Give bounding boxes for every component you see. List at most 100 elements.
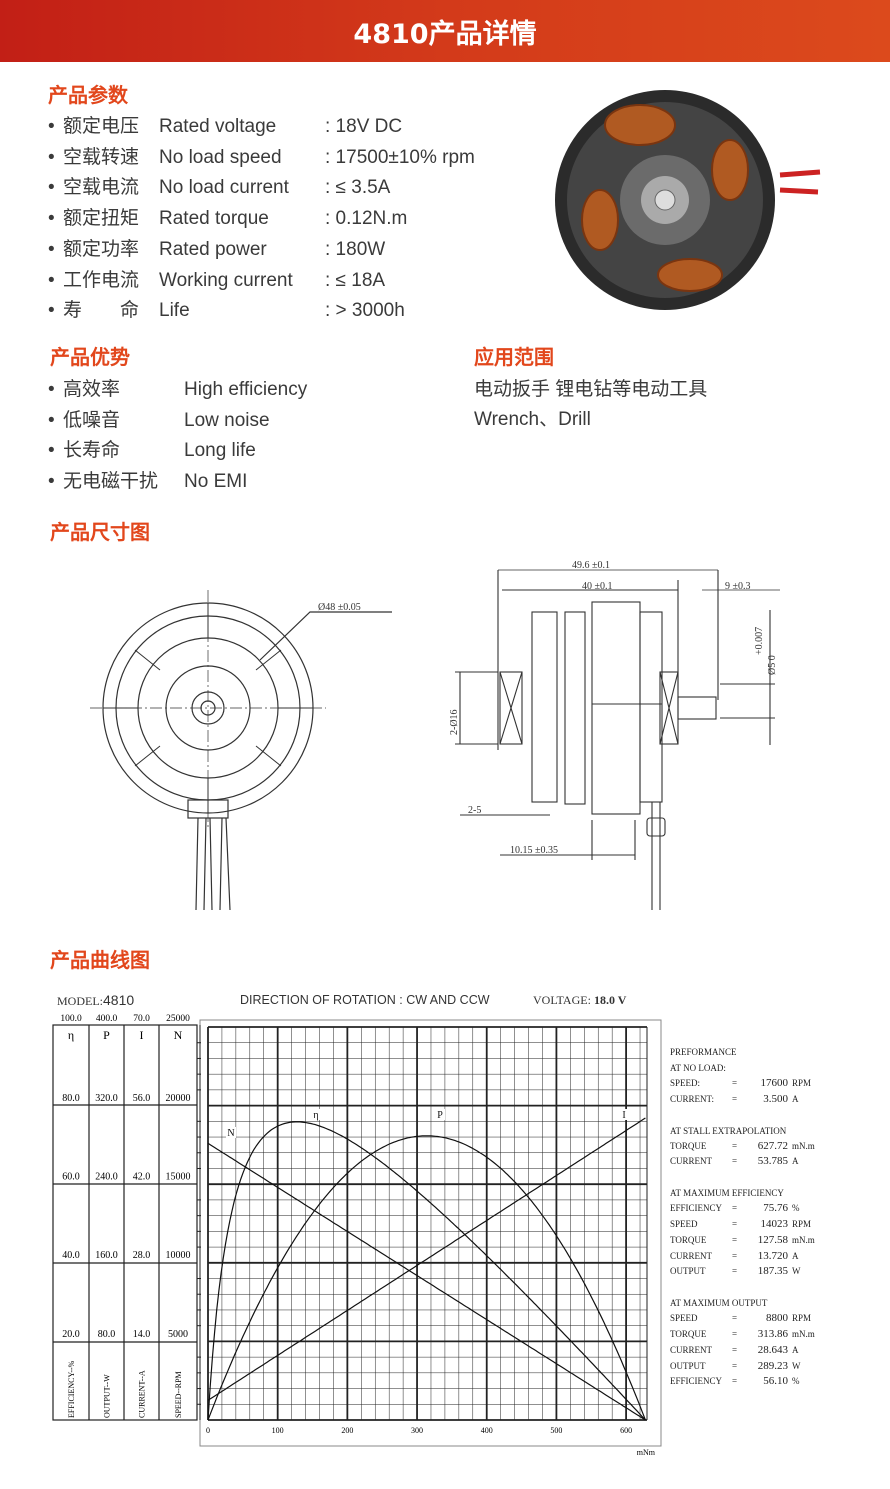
param-cn: 工作电流 <box>63 269 140 291</box>
perf-label: OUTPUT <box>670 1266 706 1277</box>
bullet: • <box>48 269 55 291</box>
x-tick-label: 0 <box>206 1426 210 1435</box>
performance-group-title: AT NO LOAD: <box>670 1061 870 1075</box>
axis-label: OUTPUT--W <box>103 1374 112 1418</box>
x-axis-label: mNm <box>637 1448 656 1457</box>
perf-label: CURRENT <box>670 1250 713 1261</box>
performance-group-title: AT MAXIMUM OUTPUT <box>670 1296 870 1310</box>
performance-group-title-text: AT MAXIMUM EFFICIENCY <box>670 1188 784 1199</box>
param-value: : ≤ 3.5A <box>325 177 391 199</box>
plot-frame <box>199 1019 662 1447</box>
axis-tick-label: 240.0 <box>95 1172 118 1183</box>
performance-group-title-text: AT MAXIMUM OUTPUT <box>670 1298 768 1309</box>
performance-row: EFFICIENCY=56.10% <box>670 1374 870 1388</box>
perf-unit: W <box>792 1360 801 1371</box>
x-tick-label: 300 <box>411 1426 423 1435</box>
bullet: • <box>48 208 55 230</box>
curve-label: N <box>227 1128 234 1139</box>
axis-tick-label: 80.0 <box>62 1093 80 1104</box>
x-tick-label: 200 <box>341 1426 353 1435</box>
bullet: • <box>48 440 55 462</box>
dim-body-label: 40 ±0.1 <box>582 581 613 592</box>
performance-row: SPEED = 8800 RPM <box>670 1311 870 1325</box>
dim-shaft-tol-label: +0.007 <box>754 627 765 655</box>
advantages-title: 产品优势 <box>50 345 130 369</box>
perf-unit: RPM <box>792 1219 812 1229</box>
applications-title: 应用范围 <box>474 345 554 369</box>
param-value: : ≤ 18A <box>325 269 386 291</box>
axis-symbol: P <box>103 1028 110 1042</box>
application-line-en: Wrench、Drill <box>474 409 591 430</box>
performance-group-title-text: AT STALL EXTRAPOLATION <box>670 1125 787 1136</box>
perf-equals: = <box>732 1219 738 1229</box>
perf-unit: % <box>792 1203 800 1214</box>
curve-label-bg <box>435 1109 445 1120</box>
perf-label: SPEED <box>670 1313 698 1324</box>
perf-unit: A <box>792 1156 799 1167</box>
axis-label: SPEED--RPM <box>174 1371 183 1418</box>
performance-title: PREFORMANCE <box>670 1045 870 1059</box>
perf-unit: A <box>792 1344 799 1355</box>
param-value: : > 3000h <box>325 300 405 322</box>
perf-label: EFFICIENCY <box>670 1203 723 1214</box>
performance-title-text: PREFORMANCE <box>670 1047 737 1057</box>
axis-symbol: N <box>174 1028 183 1042</box>
dim-shaft-dia-label: Ø5 0 <box>767 655 778 675</box>
advantage-en: Low noise <box>184 409 270 431</box>
perf-equals: = <box>732 1313 738 1324</box>
bullet: • <box>48 177 55 199</box>
bullet: • <box>48 471 55 493</box>
axis-tick-label: 60.0 <box>62 1172 80 1183</box>
perf-equals: = <box>732 1140 738 1151</box>
perf-equals: = <box>732 1234 738 1245</box>
curve-label: P <box>437 1110 443 1121</box>
axis-tick-label: 14.0 <box>133 1329 151 1340</box>
advantage-en: High efficiency <box>184 379 308 400</box>
perf-value: 187.35 <box>757 1265 788 1278</box>
perf-equals: = <box>732 1266 738 1277</box>
perf-unit: RPM <box>792 1313 812 1324</box>
perf-equals: = <box>732 1344 738 1355</box>
x-tick-label: 500 <box>550 1426 562 1435</box>
curve-current <box>207 1117 646 1401</box>
dim-shaft-label: 9 ±0.3 <box>725 581 751 592</box>
axis-symbol: η <box>68 1028 74 1042</box>
param-en: Rated power <box>159 238 267 260</box>
curve-label: I <box>622 1110 625 1121</box>
axis-tick-label: 70.0 <box>133 1014 150 1024</box>
curve-label: η <box>313 1110 318 1121</box>
perf-value: 8800 <box>766 1312 788 1325</box>
front-diameter-label: Ø48 ±0.05 <box>318 602 361 613</box>
perf-value: 13.720 <box>757 1249 788 1262</box>
perf-equals: = <box>732 1156 738 1167</box>
perf-label: TORQUE <box>670 1140 707 1151</box>
param-cn: 空载转速 <box>63 146 140 168</box>
curve-label-bg <box>226 1127 236 1138</box>
params-title: 产品参数 <box>48 83 128 107</box>
perf-unit: RPM <box>792 1078 812 1088</box>
x-tick-label: 600 <box>620 1426 632 1435</box>
axis-tick-label: 160.0 <box>95 1250 118 1261</box>
performance-group-title: AT MAXIMUM EFFICIENCY <box>670 1186 870 1200</box>
axis-symbol: I <box>140 1028 144 1042</box>
model-label: MODEL:4810 <box>57 992 135 1008</box>
chart-title: DIRECTION OF ROTATION : CW AND CCW <box>240 993 490 1007</box>
perf-label: TORQUE <box>670 1329 707 1339</box>
page-header: 4810产品详情 <box>0 0 890 62</box>
perf-equals: = <box>732 1250 738 1261</box>
perf-value: 75.76 <box>763 1202 788 1215</box>
perf-label: CURRENT <box>670 1156 713 1167</box>
perf-value: 289.23 <box>757 1359 788 1372</box>
axis-label: EFFICIENCY--% <box>67 1360 76 1418</box>
axis-tick-label: 28.0 <box>133 1250 151 1261</box>
